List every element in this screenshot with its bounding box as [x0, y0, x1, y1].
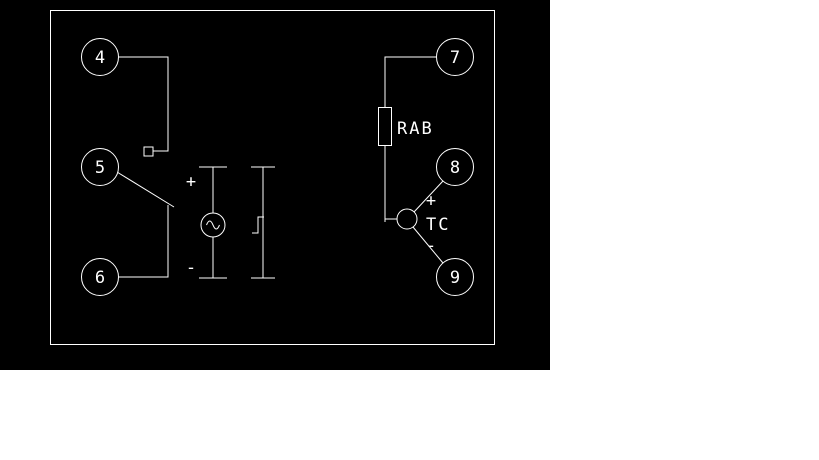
sine-wave-icon — [206, 220, 220, 230]
ac-source-plus-label: + — [186, 172, 196, 192]
terminal-5-circle — [81, 148, 119, 186]
terminal-4-circle — [81, 38, 119, 76]
terminal-8-label: 8 — [450, 158, 460, 178]
wire-tc-to-terminal9 — [412, 226, 444, 264]
terminal-8: 8 — [436, 148, 474, 186]
terminal-8-circle — [436, 148, 474, 186]
wire-terminal6 — [118, 205, 169, 278]
contact-square-icon — [143, 146, 154, 157]
terminal-4-label: 4 — [95, 48, 105, 68]
resistor-label: RAB — [397, 119, 434, 139]
ac-source-minus-label: - — [186, 258, 196, 278]
wire-terminal7 — [384, 56, 437, 107]
thermocouple-label: TC — [426, 215, 450, 235]
pulse-waveform-icon — [252, 216, 264, 234]
terminal-7-label: 7 — [450, 48, 460, 68]
terminal-6-circle — [81, 258, 119, 296]
thermocouple-plus-label: + — [426, 191, 436, 211]
terminal-9-label: 9 — [450, 268, 460, 288]
terminal-5: 5 — [81, 148, 119, 186]
terminal-9: 9 — [436, 258, 474, 296]
pulse-source-symbol — [251, 166, 275, 279]
terminal-7: 7 — [436, 38, 474, 76]
terminal-6: 6 — [81, 258, 119, 296]
switch-blade-icon — [116, 171, 175, 208]
terminal-6-label: 6 — [95, 268, 105, 288]
left-circuit — [116, 56, 175, 278]
terminal-4: 4 — [81, 38, 119, 76]
terminal-7-circle — [436, 38, 474, 76]
wire-terminal4 — [118, 56, 169, 152]
thermocouple-junction — [396, 208, 418, 230]
right-circuit: RAB + TC - — [378, 56, 450, 264]
thermocouple-minus-label: - — [426, 236, 436, 256]
wire-tc-to-terminal8 — [413, 180, 444, 213]
drawing-border — [50, 10, 495, 345]
ac-source-symbol: + - — [186, 166, 227, 279]
terminal-5-label: 5 — [95, 158, 105, 178]
terminal-9-circle — [436, 258, 474, 296]
